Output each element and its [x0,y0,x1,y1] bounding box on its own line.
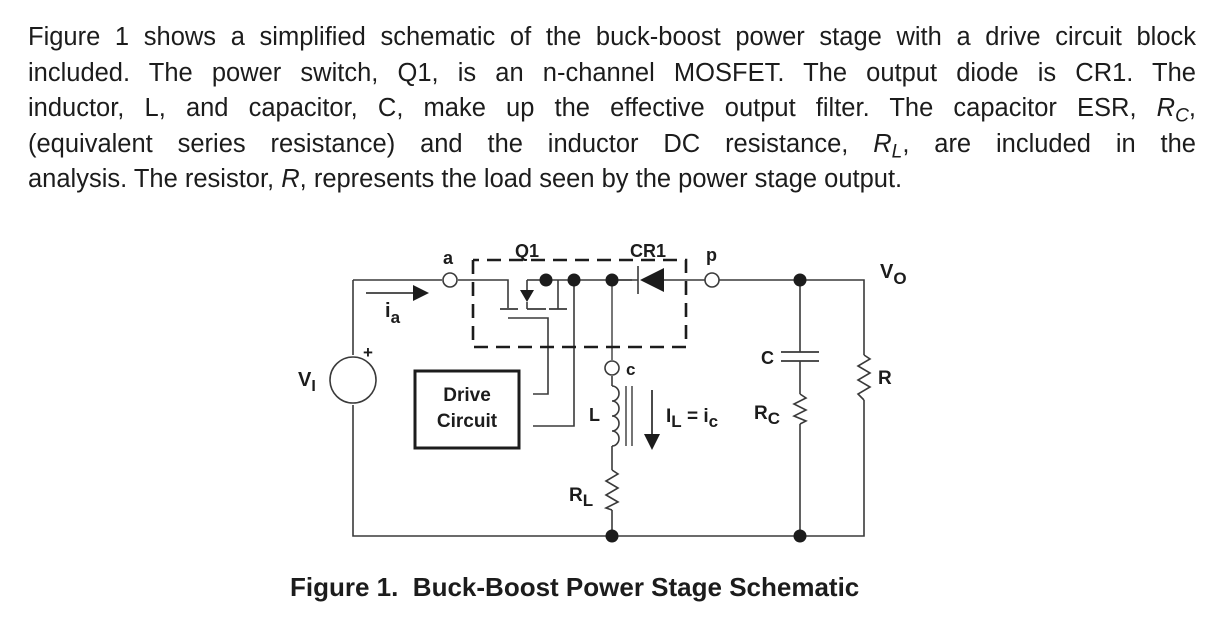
paragraph-line: analysis. The resistor, R, represents th… [28,162,1196,198]
junction-dot [605,273,619,287]
label-ia: ia [385,300,401,327]
resistor-load-icon [856,354,872,401]
label-plus: + [363,343,373,362]
paragraph-text: inductor, L, and capacitor, C, make up t… [28,94,1157,122]
label-load: R [878,368,892,389]
paragraph-line: included. The power switch, Q1, is an n-… [28,58,1196,87]
label-vo-sub: O [893,269,906,288]
paragraph-text: (equivalent series resistance) and the i… [28,129,874,158]
label-vo-main: V [880,261,894,283]
label-cr1: CR1 [630,241,666,261]
symbol-main: R [1156,94,1176,122]
voltage-source-icon [329,356,377,404]
label-il-sub: L [671,412,681,431]
label-q1: Q1 [515,241,539,261]
label-rc: RC [754,403,780,428]
resistor-rl-icon [603,469,620,511]
label-rl-main: R [569,485,583,506]
symbol-sub: L [891,141,903,163]
ia-arrow-icon [413,285,429,301]
drive-circuit-block [413,369,521,450]
label-rc-sub: C [768,409,780,428]
node-a-terminal [442,272,458,288]
r-symbol: R [281,165,300,193]
label-rl: RL [569,485,593,510]
paragraph-text: , are included in the [902,129,1196,158]
paragraph-line: (equivalent series resistance) and the i… [28,127,1196,163]
junction-dot [567,273,581,287]
junction-dot [793,529,807,543]
paragraph-text: , [1188,94,1196,122]
rl-symbol: RL [873,129,902,162]
label-vi-sub: I [311,378,315,395]
label-inductor: L [589,405,600,425]
mosfet-gate-wire [508,317,549,395]
label-node-c: c [626,360,635,379]
resistor-rc-icon [792,393,808,425]
body-diode-icon [520,290,534,302]
label-ia-sub: a [391,308,401,327]
switch-block-outline [471,258,688,349]
figure-caption: Figure 1. Buck-Boost Power Stage Schemat… [290,572,860,602]
inductor-icon [611,385,620,447]
label-ia-main: i [385,300,391,322]
capacitor-icon [781,351,819,362]
symbol-sub: C [1175,105,1189,127]
wire-a-to-q1 [458,279,509,308]
label-drive: Drive [443,385,491,406]
wire-ground-left [352,405,612,537]
label-il-eq: = i [682,406,709,427]
paragraph-line: inductor, L, and capacitor, C, make up t… [28,91,1196,127]
inductor-core-icon [625,386,633,446]
paragraph-line: Figure 1 shows a simplified schematic of… [28,23,1196,51]
label-vo: VO [880,261,907,288]
wire-drive-source [533,280,575,427]
symbol-main: R [873,129,892,158]
wire-output-top [717,279,865,355]
paragraph-text: , represents the load seen by the power … [299,165,903,193]
rc-symbol: RC [1156,94,1189,126]
label-node-p: p [706,245,717,265]
label-il: IL = ic [666,406,718,431]
label-rc-main: R [754,403,768,424]
label-circuit: Circuit [437,411,498,432]
label-vi-main: V [298,369,312,391]
junction-dot [793,273,807,287]
description-paragraph: Figure 1 shows a simplified schematic of… [28,20,1196,198]
label-capacitor: C [761,348,774,368]
paragraph-text: analysis. The resistor, [28,165,282,193]
node-p-terminal [704,272,720,288]
diode-cr1-icon [640,268,664,292]
junction-dot [605,529,619,543]
label-vi: VI [298,369,316,395]
junction-dot [539,273,553,287]
node-c-terminal [604,360,620,376]
label-il-sub2: c [709,412,718,431]
label-il-main: I [666,406,671,427]
label-node-a: a [443,248,454,268]
label-rl-sub: L [583,491,593,510]
il-arrow-icon [644,434,660,450]
wire-load-return [612,400,865,537]
